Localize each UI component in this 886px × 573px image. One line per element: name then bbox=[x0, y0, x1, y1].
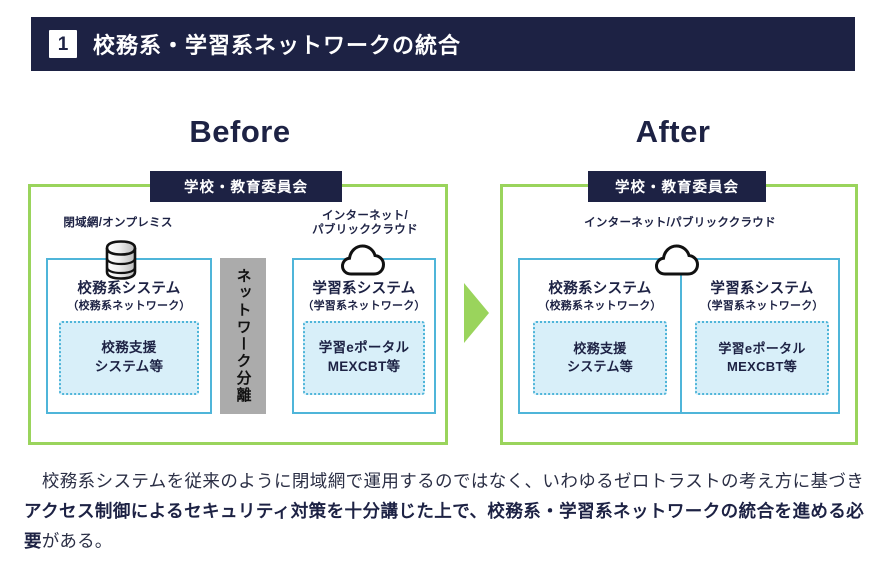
cloud-icon bbox=[340, 243, 386, 281]
page-title: 校務系・学習系ネットワークの統合 bbox=[93, 33, 462, 58]
after-org-label: 学校・教育委員会 bbox=[588, 171, 766, 202]
before-left-inner-line2: システム等 bbox=[94, 359, 164, 375]
body-paragraph: 校務系システムを従来のように閉域網で運用するのではなく、いわゆるゼロトラストの考… bbox=[24, 466, 864, 556]
before-right-system-heading: 学習系システム bbox=[312, 281, 416, 297]
before-right-inner-line1: 学習eポータル bbox=[318, 340, 410, 356]
network-separation-band: ネットワーク分離 bbox=[220, 258, 266, 414]
cloud-icon bbox=[654, 243, 700, 281]
before-left-system-box: 校務系システム （校務系ネットワーク） 校務支援 システム等 bbox=[46, 258, 212, 414]
after-left-inner-line1: 校務支援 bbox=[573, 340, 627, 356]
after-right-system-heading: 学習系システム bbox=[710, 281, 814, 297]
after-left-system: 校務系システム （校務系ネットワーク） 校務支援 システム等 bbox=[520, 260, 680, 412]
after-right-system-subheading: （学習系ネットワーク） bbox=[700, 299, 824, 312]
after-system-divider bbox=[680, 260, 682, 412]
before-left-system-subheading: （校務系ネットワーク） bbox=[67, 299, 191, 312]
after-right-inner-line2: MEXCBT等 bbox=[727, 359, 797, 375]
header-number-badge: 1 bbox=[49, 30, 77, 58]
after-right-system: 学習系システム （学習系ネットワーク） 学習eポータル MEXCBT等 bbox=[682, 260, 842, 412]
after-left-inner-line2: システム等 bbox=[566, 359, 634, 375]
before-left-system-inner-box: 校務支援 システム等 bbox=[59, 321, 199, 396]
body-text-part3: がある。 bbox=[41, 531, 113, 552]
database-icon bbox=[104, 240, 138, 285]
before-right-network-caption-line2: パブリッククラウド bbox=[312, 224, 418, 237]
network-separation-label: ネットワーク分離 bbox=[234, 268, 252, 404]
after-left-system-heading: 校務系システム bbox=[548, 281, 652, 297]
before-left-inner-line1: 校務支援 bbox=[101, 340, 157, 356]
before-right-system-subheading: （学習系ネットワーク） bbox=[302, 299, 426, 312]
before-left-network-caption: 閉域網/オンプレミス bbox=[63, 217, 173, 229]
after-left-system-inner-box: 校務支援 システム等 bbox=[533, 321, 667, 396]
body-text-part1: 校務系システムを従来のように閉域網で運用するのではなく、いわゆるゼロトラストの考… bbox=[24, 471, 864, 491]
after-section-title: After bbox=[635, 114, 711, 149]
after-network-caption: インターネット/パブリッククラウド bbox=[584, 217, 776, 229]
before-right-system-box: 学習系システム （学習系ネットワーク） 学習eポータル MEXCBT等 bbox=[292, 258, 436, 414]
body-text-emphasis: アクセス制御によるセキュリティ対策を十分講じた上で、校務系・学習系ネットワークの… bbox=[24, 501, 864, 552]
before-section-title: Before bbox=[189, 114, 291, 149]
header-bar: 1 校務系・学習系ネットワークの統合 bbox=[31, 17, 855, 71]
before-org-label: 学校・教育委員会 bbox=[150, 171, 342, 202]
before-right-system-inner-box: 学習eポータル MEXCBT等 bbox=[303, 321, 425, 396]
before-right-network-caption-line1: インターネット/ bbox=[321, 210, 409, 222]
after-system-box: 校務系システム （校務系ネットワーク） 校務支援 システム等 学習系システム （… bbox=[518, 258, 840, 414]
after-left-system-subheading: （校務系ネットワーク） bbox=[538, 299, 662, 312]
arrow-right-icon bbox=[464, 283, 489, 343]
before-right-inner-line2: MEXCBT等 bbox=[327, 359, 401, 375]
after-right-inner-line1: 学習eポータル bbox=[718, 340, 806, 356]
after-right-system-inner-box: 学習eポータル MEXCBT等 bbox=[695, 321, 829, 396]
before-right-network-caption: インターネット/ パブリッククラウド bbox=[290, 209, 440, 238]
before-left-system-heading: 校務系システム bbox=[77, 281, 181, 297]
